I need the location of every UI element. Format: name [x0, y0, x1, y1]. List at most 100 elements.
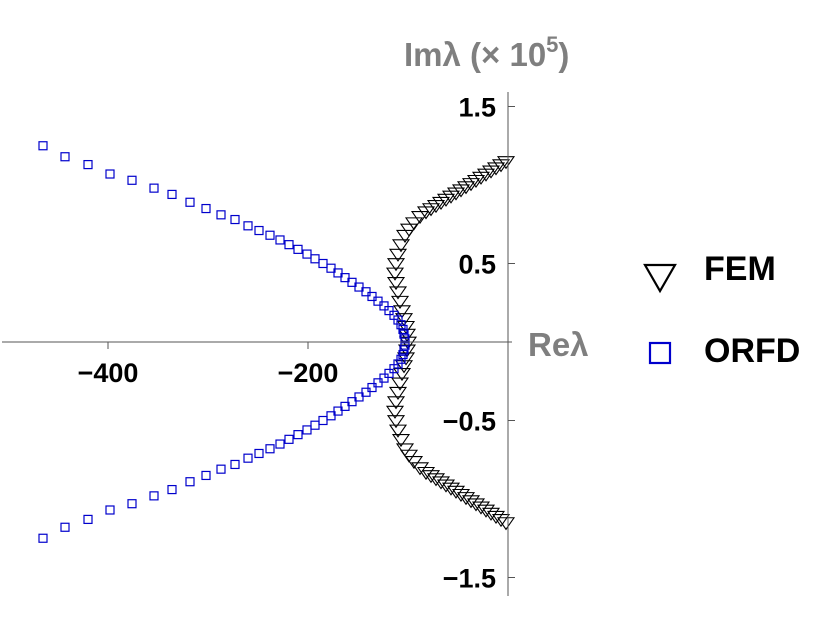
orfd-point — [127, 175, 137, 185]
orfd-point — [167, 189, 177, 200]
fem-point — [396, 320, 416, 335]
fem-point — [386, 396, 406, 410]
orfd-point — [284, 240, 294, 250]
orfd-point — [201, 470, 211, 481]
fem-point — [388, 248, 408, 262]
orfd-point — [340, 273, 350, 283]
orfd-point — [243, 221, 253, 231]
fem-point — [388, 386, 408, 401]
orfd-point — [340, 401, 350, 411]
orfd-point — [379, 373, 389, 383]
orfd-point — [265, 230, 275, 240]
y-axis-label-base: Imλ (× 10 — [404, 36, 546, 73]
orfd-point — [393, 315, 403, 325]
orfd-point — [396, 320, 406, 330]
orfd-point — [265, 444, 275, 454]
fem-point — [385, 267, 405, 281]
orfd-point — [230, 214, 240, 225]
orfd-point — [167, 484, 177, 495]
legend-fem-label: FEM — [704, 250, 776, 288]
orfd-point — [398, 324, 408, 335]
legend-item-fem: FEM — [643, 250, 776, 294]
orfd-point — [185, 477, 195, 487]
orfd-point — [293, 244, 303, 254]
orfd-point — [389, 364, 399, 374]
legend-orfd-label: ORFD — [704, 332, 800, 370]
legend: FEM ORFD — [643, 250, 800, 370]
orfd-point — [367, 382, 377, 393]
orfd-point — [354, 282, 364, 292]
orfd-point — [398, 349, 408, 360]
orfd-point — [326, 411, 336, 421]
y-tick-label: 1.5 — [458, 93, 496, 123]
fem-point — [391, 433, 411, 448]
orfd-point — [230, 459, 240, 470]
orfd-point — [201, 203, 211, 214]
orfd-point — [149, 491, 159, 501]
orfd-point — [60, 152, 70, 162]
fem-series — [385, 156, 516, 531]
orfd-point — [361, 287, 371, 297]
orfd-point — [302, 249, 312, 259]
fem-point — [394, 313, 414, 327]
fem-point — [390, 377, 410, 391]
orfd-point — [293, 430, 303, 440]
orfd-point — [361, 387, 371, 397]
orfd-point — [105, 169, 115, 179]
fem-point — [416, 206, 436, 220]
fem-point — [385, 405, 405, 419]
orfd-point — [185, 197, 195, 207]
orfd-point — [127, 499, 137, 509]
y-axis-label-exponent: 5 — [546, 32, 558, 57]
orfd-point — [60, 522, 70, 532]
orfd-point — [318, 258, 328, 269]
fem-point — [395, 229, 415, 244]
orfd-point — [318, 415, 328, 426]
orfd-point — [83, 159, 93, 170]
y-tick-label: 0.5 — [458, 250, 496, 280]
orfd-point — [38, 533, 48, 543]
orfd-point — [399, 345, 409, 355]
orfd-point — [396, 354, 406, 364]
orfd-point — [399, 329, 409, 339]
orfd-point — [333, 406, 343, 416]
orfd-point — [284, 434, 294, 444]
orfd-point — [384, 368, 394, 378]
orfd-point — [384, 306, 394, 316]
orfd-point — [302, 425, 312, 435]
orfd-point — [310, 254, 320, 264]
fem-point — [386, 276, 406, 291]
y-tick-label: −1.5 — [443, 564, 496, 594]
fem-point — [388, 286, 408, 300]
orfd-point — [38, 141, 48, 151]
legend-fem-triangle-icon — [643, 263, 677, 294]
orfd-point — [373, 296, 383, 306]
orfd-point — [105, 505, 115, 515]
orfd-point — [310, 420, 320, 430]
orfd-point — [216, 210, 226, 220]
x-axis-label: Reλ — [528, 326, 589, 363]
orfd-point — [83, 514, 93, 525]
x-tick-label: −400 — [78, 358, 139, 388]
y-axis-label-close: ) — [558, 36, 569, 73]
fem-point — [391, 239, 411, 253]
fem-point — [392, 368, 412, 382]
y-axis-label: Imλ (× 105) — [404, 32, 569, 73]
orfd-point — [367, 291, 377, 302]
fem-point — [394, 360, 414, 374]
orfd-point — [400, 340, 410, 350]
orfd-point — [379, 301, 389, 311]
y-tick-label: −0.5 — [443, 407, 496, 437]
orfd-point — [149, 183, 159, 193]
fem-point — [491, 514, 511, 528]
x-tick-label: −200 — [278, 358, 339, 388]
fem-point — [496, 517, 516, 531]
orfd-point — [275, 235, 285, 245]
orfd-series — [38, 141, 410, 543]
fem-point — [386, 415, 406, 429]
orfd-point — [326, 263, 336, 273]
orfd-point — [347, 277, 357, 287]
fem-point — [421, 203, 441, 217]
orfd-point — [275, 439, 285, 449]
